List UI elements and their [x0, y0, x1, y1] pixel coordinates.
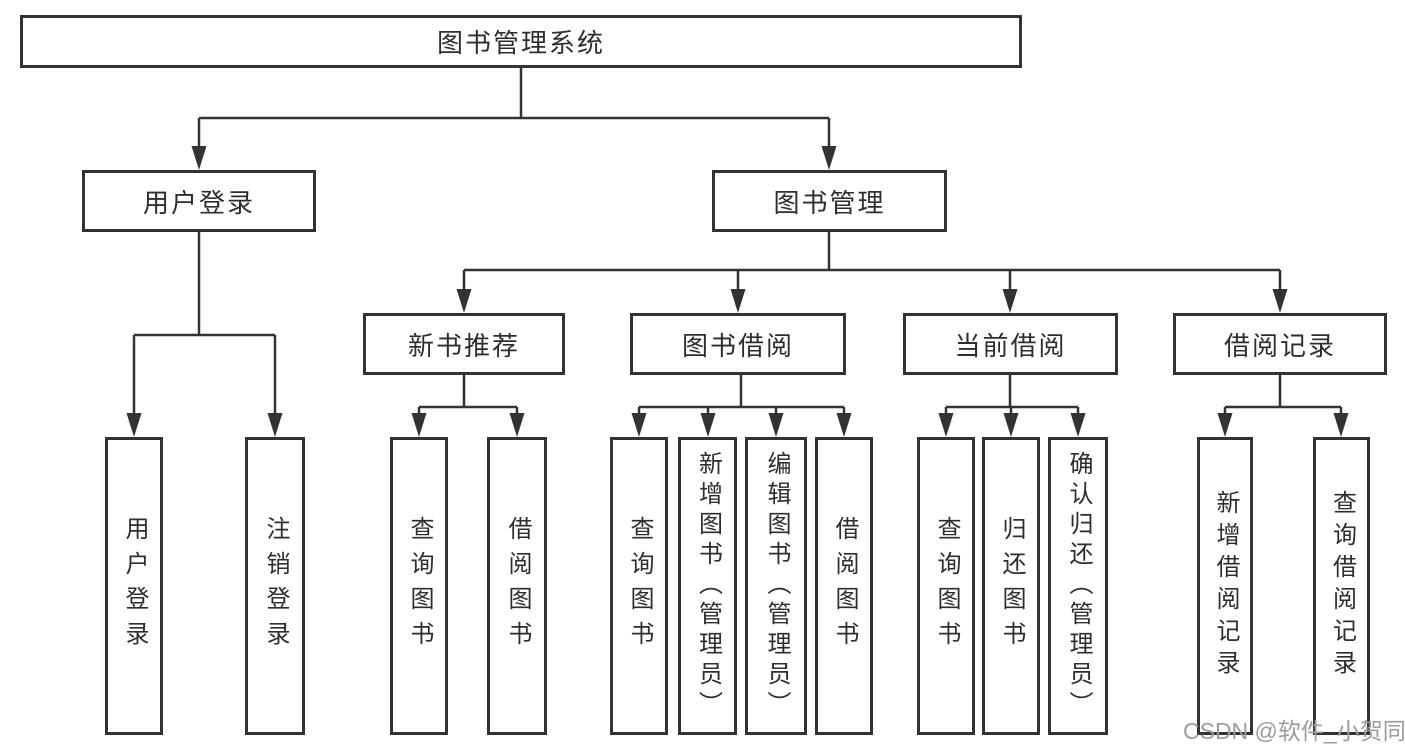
- arrowheads: [126, 146, 1349, 437]
- connector-records-to-leaves: [1223, 375, 1343, 414]
- node-user-login: 用户登录: [82, 170, 316, 232]
- leaf-current-query-book: 查询图书: [917, 437, 975, 735]
- node-book-management-label: 图书管理: [773, 187, 886, 218]
- leaf-add-book-admin: 新增图书（管理员）: [678, 437, 737, 735]
- leaf-logout-label: 注销登录: [262, 516, 289, 656]
- node-current-borrow: 当前借阅: [903, 313, 1118, 375]
- node-book-borrow-label: 图书借阅: [681, 330, 794, 361]
- node-book-management: 图书管理: [712, 170, 947, 232]
- leaf-borrow-book: 借阅图书: [815, 437, 873, 735]
- leaf-return-book: 归还图书: [982, 437, 1040, 735]
- connector-bookmgmt-to-level3: [462, 232, 1282, 290]
- node-new-book-recommend-label: 新书推荐: [407, 330, 520, 361]
- node-library-system-label: 图书管理系统: [436, 28, 605, 58]
- leaf-confirm-return-admin-label: 确认归还（管理员）: [1065, 451, 1092, 721]
- leaf-recommend-borrow-book: 借阅图书: [487, 437, 547, 735]
- connector-root-to-level2: [197, 68, 831, 147]
- node-current-borrow-label: 当前借阅: [954, 330, 1067, 361]
- node-new-book-recommend: 新书推荐: [363, 313, 565, 375]
- node-user-login-label: 用户登录: [142, 187, 255, 218]
- leaf-borrow-query-book: 查询图书: [610, 437, 668, 735]
- csdn-watermark: CSDN @软件_小贺同学: [1183, 718, 1405, 744]
- connector-borrow-to-leaves: [637, 375, 846, 414]
- node-borrow-records-label: 借阅记录: [1223, 330, 1336, 361]
- leaf-return-book-label: 归还图书: [998, 516, 1025, 656]
- node-borrow-records: 借阅记录: [1173, 313, 1387, 375]
- connector-current-to-leaves: [944, 375, 1080, 414]
- leaf-edit-book-admin: 编辑图书（管理员）: [745, 437, 807, 735]
- leaf-borrow-book-label: 借阅图书: [831, 516, 858, 656]
- node-book-borrow: 图书借阅: [630, 313, 846, 375]
- leaf-query-borrow-record-label: 查询借阅记录: [1328, 490, 1356, 682]
- leaf-recommend-query-book: 查询图书: [390, 437, 448, 735]
- leaf-add-borrow-record: 新增借阅记录: [1197, 437, 1253, 735]
- leaf-confirm-return-admin: 确认归还（管理员）: [1048, 437, 1108, 735]
- leaf-query-borrow-record: 查询借阅记录: [1313, 437, 1370, 735]
- leaf-edit-book-admin-label: 编辑图书（管理员）: [763, 451, 790, 721]
- node-library-system: 图书管理系统: [20, 15, 1022, 68]
- leaf-borrow-query-book-label: 查询图书: [626, 516, 653, 656]
- connector-newbook-to-leaves: [417, 375, 519, 414]
- leaf-recommend-query-book-label: 查询图书: [406, 516, 433, 656]
- leaf-add-borrow-record-label: 新增借阅记录: [1212, 490, 1239, 682]
- leaf-recommend-borrow-book-label: 借阅图书: [504, 516, 531, 656]
- connector-userlogin-to-leaves: [132, 232, 277, 414]
- leaf-user-login-label: 用户登录: [121, 516, 148, 656]
- leaf-user-login: 用户登录: [105, 437, 163, 735]
- leaf-logout: 注销登录: [245, 437, 305, 735]
- leaf-add-book-admin-label: 新增图书（管理员）: [694, 451, 722, 721]
- leaf-current-query-book-label: 查询图书: [933, 516, 960, 656]
